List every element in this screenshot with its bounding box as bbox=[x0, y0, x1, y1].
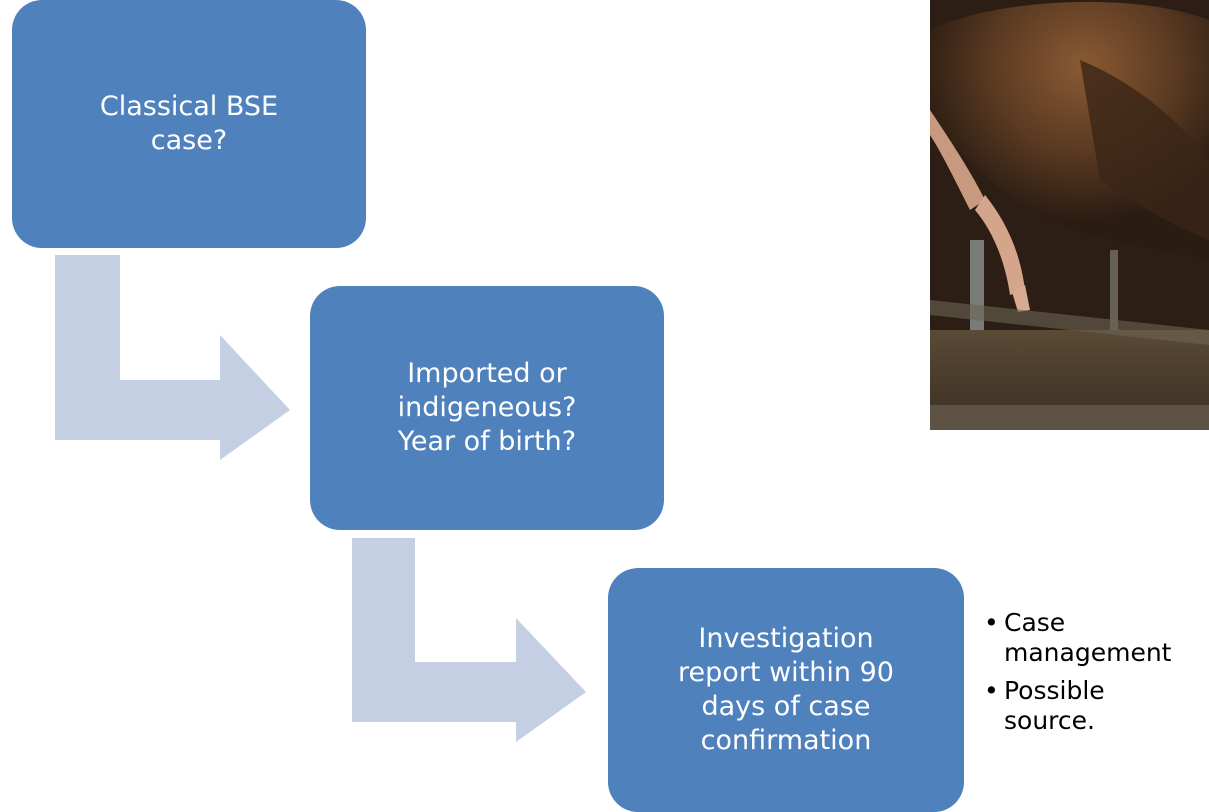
outcome-list: Case management Possible source. bbox=[980, 608, 1194, 744]
step3-line: confirmation bbox=[700, 725, 872, 756]
case-management-label: Case management bbox=[1004, 608, 1172, 667]
outcome-item: Possible source. bbox=[980, 676, 1194, 736]
step2-line: indigeneous? bbox=[397, 392, 577, 423]
step3-line: days of case bbox=[701, 691, 871, 722]
step3-line: report within 90 bbox=[678, 657, 894, 688]
step3-line: Investigation bbox=[698, 623, 874, 654]
outcome-item: Case management bbox=[980, 608, 1194, 668]
arrow-step2-to-step3 bbox=[352, 538, 586, 742]
cow-photo bbox=[930, 0, 1209, 430]
cow-photo-illustration bbox=[930, 0, 1209, 430]
step2-line: Imported or bbox=[407, 358, 567, 389]
step-classical-bse: Classical BSE case? bbox=[12, 0, 366, 248]
possible-source-label: Possible source. bbox=[1004, 676, 1105, 735]
step-investigation-report: Investigation report within 90 days of c… bbox=[608, 568, 964, 812]
arrow-step1-to-step2 bbox=[55, 255, 290, 460]
step-origin-year: Imported or indigeneous? Year of birth? bbox=[310, 286, 664, 530]
step1-line: case? bbox=[150, 125, 228, 156]
step2-line: Year of birth? bbox=[397, 426, 577, 457]
step1-line: Classical BSE bbox=[99, 91, 279, 122]
